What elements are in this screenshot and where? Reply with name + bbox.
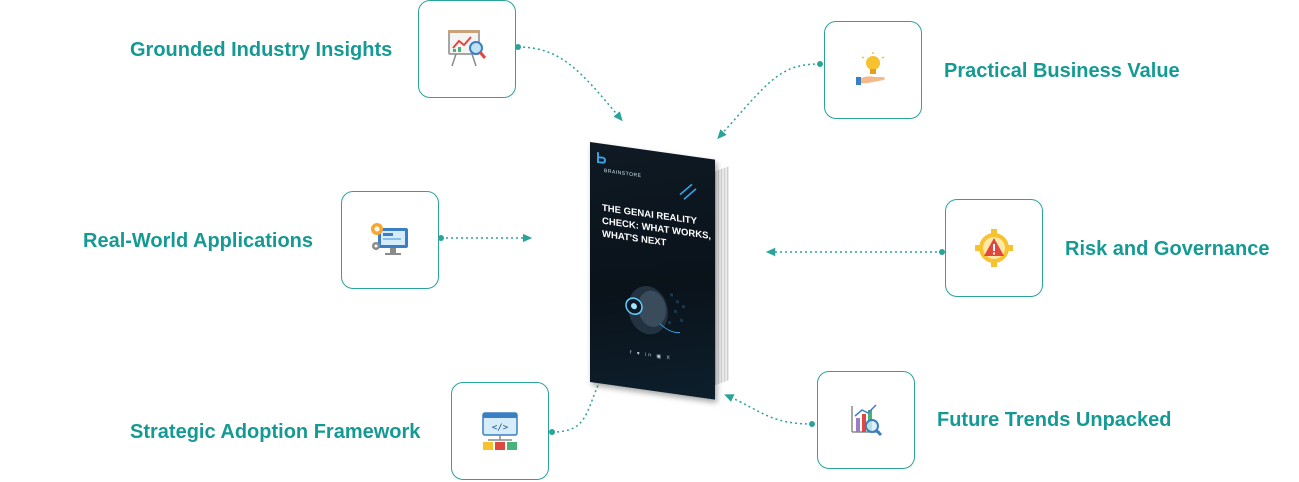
box-practical-value	[824, 21, 922, 119]
label-risk-governance: Risk and Governance	[1065, 238, 1270, 260]
hand-lightbulb-icon	[856, 52, 885, 85]
box-future-trends	[817, 371, 915, 469]
connector-practical	[717, 63, 821, 140]
book-title: THE GENAI REALITY CHECK: WHAT WORKS, WHA…	[602, 202, 712, 249]
label-strategic-adoption: Strategic Adoption Framework	[130, 421, 421, 443]
connector-future	[724, 394, 813, 425]
label-future-trends: Future Trends Unpacked	[937, 409, 1172, 431]
ebook-cover: BRAINSTORE THE GENAI REALITY CHECK: WHAT…	[590, 142, 740, 400]
book-pages	[713, 166, 729, 386]
svg-text:</>: </>	[492, 423, 509, 433]
warning-gear-icon	[975, 229, 1013, 267]
box-risk-governance	[945, 199, 1043, 297]
code-structure-icon: </>	[482, 412, 518, 450]
label-real-world: Real-World Applications	[83, 230, 314, 252]
monitor-gears-icon	[371, 223, 408, 255]
box-strategic-adoption: </>	[451, 382, 549, 480]
box-grounded-insights	[418, 0, 516, 98]
robot-head-icon	[625, 285, 685, 335]
connector-grounded	[517, 46, 623, 122]
book-front: BRAINSTORE THE GENAI REALITY CHECK: WHAT…	[590, 142, 715, 400]
brand-logo-icon	[597, 151, 606, 164]
connector-strategic	[551, 368, 606, 433]
label-practical-value: Practical Business Value	[944, 60, 1180, 82]
presentation-chart-icon	[448, 30, 487, 67]
decor-lines-icon	[679, 183, 697, 200]
chart-magnifier-icon	[851, 404, 883, 437]
box-real-world	[341, 191, 439, 289]
label-grounded-insights: Grounded Industry Insights	[130, 39, 393, 61]
book-brand: BRAINSTORE	[604, 167, 642, 180]
